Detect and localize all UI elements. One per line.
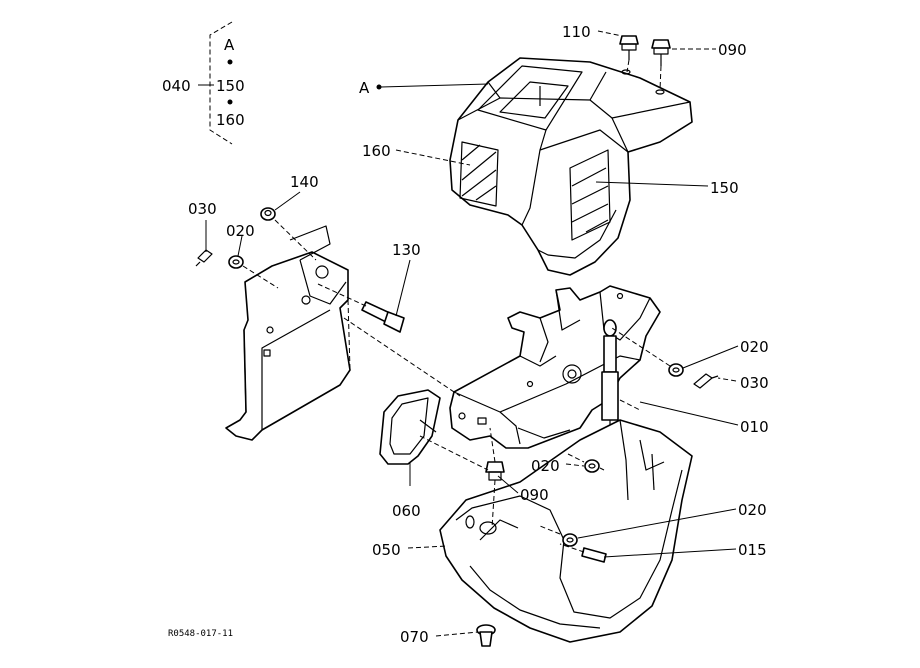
bolt-130 (317, 283, 405, 333)
bolt-015 (559, 543, 607, 563)
callout-015: 015 (738, 541, 767, 559)
legend-bracket (209, 21, 233, 145)
callout-090-low: 090 (520, 486, 549, 504)
drawing-code: R0548-017-11 (168, 629, 233, 639)
callout-060: 060 (392, 502, 421, 520)
callout-030-left: 030 (188, 200, 217, 218)
callout-150: 150 (710, 179, 739, 197)
legend-item-a: A (224, 36, 235, 54)
legend-item-150: 150 (216, 77, 245, 95)
legend-dot (227, 99, 233, 105)
lower-cover-050 (439, 419, 693, 643)
callout-050: 050 (372, 541, 401, 559)
left-bracket (225, 225, 351, 441)
clip-030 (195, 249, 213, 267)
legend-item-160: 160 (216, 111, 245, 129)
washer-020-low (539, 525, 578, 547)
callout-a: A (359, 79, 370, 97)
callout-160: 160 (362, 142, 391, 160)
callout-140: 140 (290, 173, 319, 191)
callout-030-right: 030 (740, 374, 769, 392)
upper-cover (449, 57, 693, 276)
callout-070: 070 (400, 628, 429, 646)
callout-020-low: 020 (738, 501, 767, 519)
legend-group-label: 040 (162, 77, 191, 95)
bolt-110 (619, 35, 639, 73)
leaders (205, 30, 739, 637)
bolt-090 (651, 39, 671, 91)
spacer-140 (260, 207, 317, 261)
side-cover-060 (379, 389, 441, 465)
callout-090-top: 090 (718, 41, 747, 59)
clip-070 (476, 624, 496, 647)
bolt-090-low (485, 427, 505, 529)
legend-dot (227, 59, 233, 65)
callout-labels: 110 090 A 160 150 140 030 020 130 020 03… (188, 23, 769, 646)
washer-020-mid (584, 459, 605, 473)
clip-030-right (693, 373, 719, 389)
legend-group: 040 A 150 160 (162, 21, 245, 145)
callout-020-right: 020 (740, 338, 769, 356)
callout-020-left: 020 (226, 222, 255, 240)
washer-020-right (611, 327, 684, 377)
callout-020-mid: 020 (531, 457, 560, 475)
callout-010: 010 (740, 418, 769, 436)
washer-020 (228, 255, 279, 289)
callout-130: 130 (392, 241, 421, 259)
callout-110: 110 (562, 23, 591, 41)
